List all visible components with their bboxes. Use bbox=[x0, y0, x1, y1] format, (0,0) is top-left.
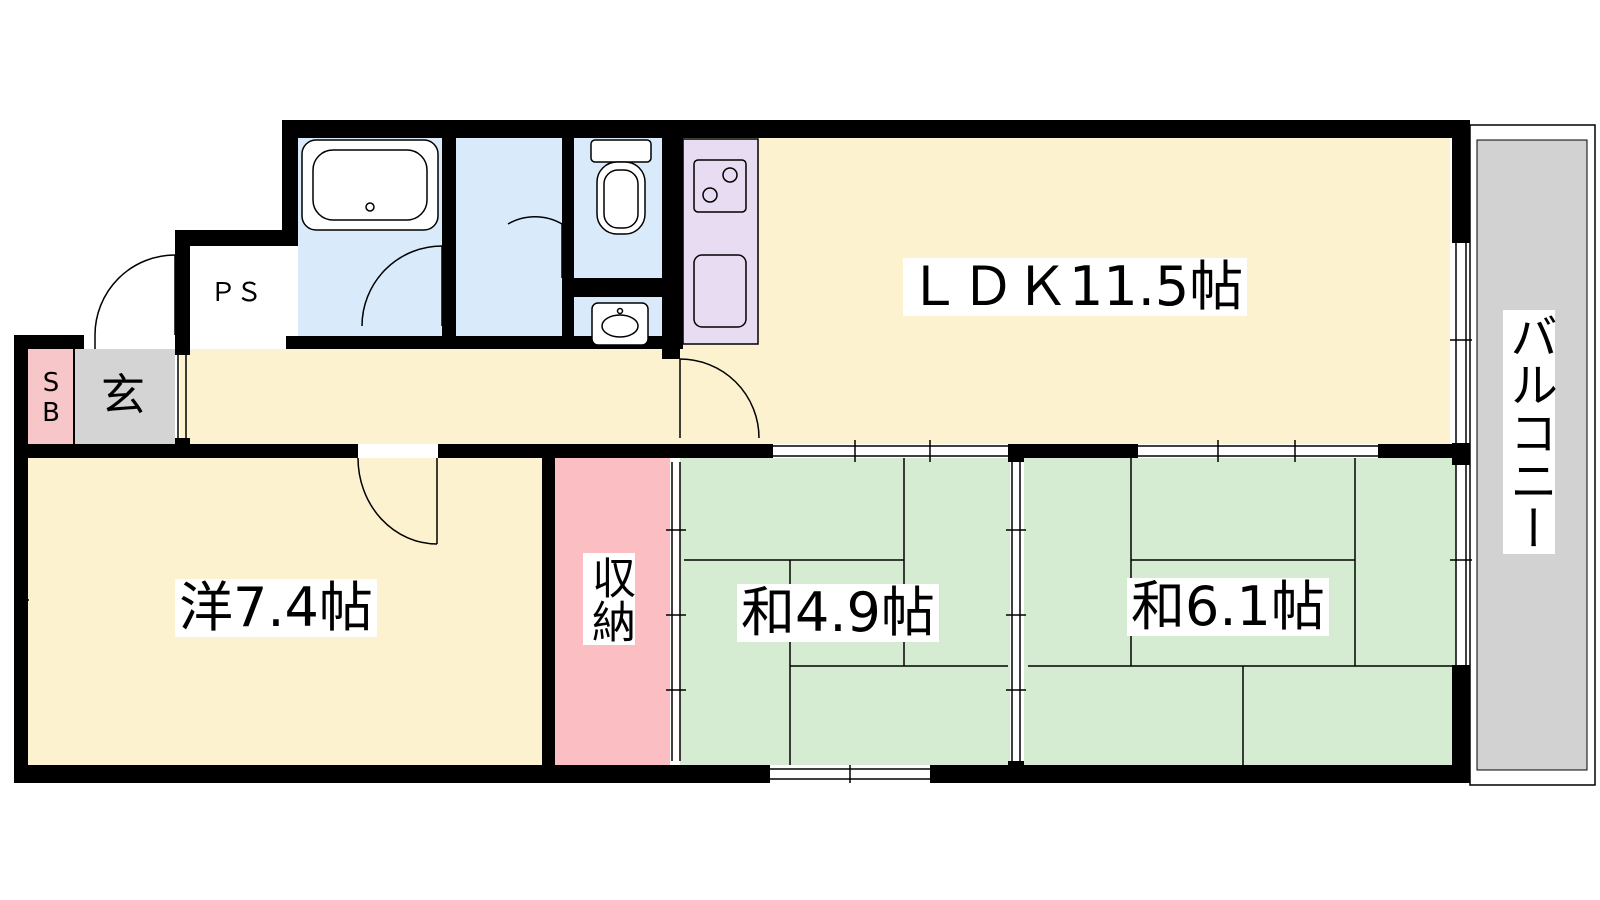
bathtub bbox=[301, 139, 439, 231]
balcony-label: バルコニー bbox=[1501, 310, 1557, 554]
room-entrance bbox=[75, 349, 175, 444]
bathtub-inner bbox=[312, 149, 428, 221]
room-sb bbox=[28, 349, 73, 444]
openings bbox=[14, 243, 1472, 783]
sink-tap bbox=[616, 307, 624, 315]
door-swings bbox=[94, 216, 760, 545]
storage-label: 収納 bbox=[583, 553, 635, 645]
room-washroom bbox=[456, 138, 562, 336]
burner-2 bbox=[702, 187, 718, 203]
ldk-label: ＬＤＫ11.5帖 bbox=[903, 258, 1248, 316]
walls bbox=[14, 120, 1470, 783]
kitchen-sink bbox=[693, 254, 747, 328]
bathtub-drain bbox=[365, 202, 375, 212]
room-ps bbox=[190, 246, 286, 336]
japanese-room-2-label: 和6.1帖 bbox=[1127, 578, 1329, 636]
toilet-seat bbox=[596, 161, 646, 235]
stove bbox=[693, 159, 747, 213]
room-hallway bbox=[180, 349, 670, 444]
entrance-label: 玄 bbox=[101, 370, 145, 421]
burner-1 bbox=[722, 167, 738, 183]
shoe-box-label: SB bbox=[36, 368, 66, 428]
toilet-lid bbox=[603, 169, 639, 229]
ps-label: ＰＳ bbox=[210, 278, 263, 308]
japanese-room-1-label: 和4.9帖 bbox=[737, 584, 939, 642]
sink-basin bbox=[591, 302, 649, 346]
sink-bowl bbox=[601, 314, 639, 338]
western-room-label: 洋7.4帖 bbox=[175, 579, 377, 637]
toilet-tank bbox=[590, 139, 652, 163]
fixtures bbox=[301, 139, 747, 346]
